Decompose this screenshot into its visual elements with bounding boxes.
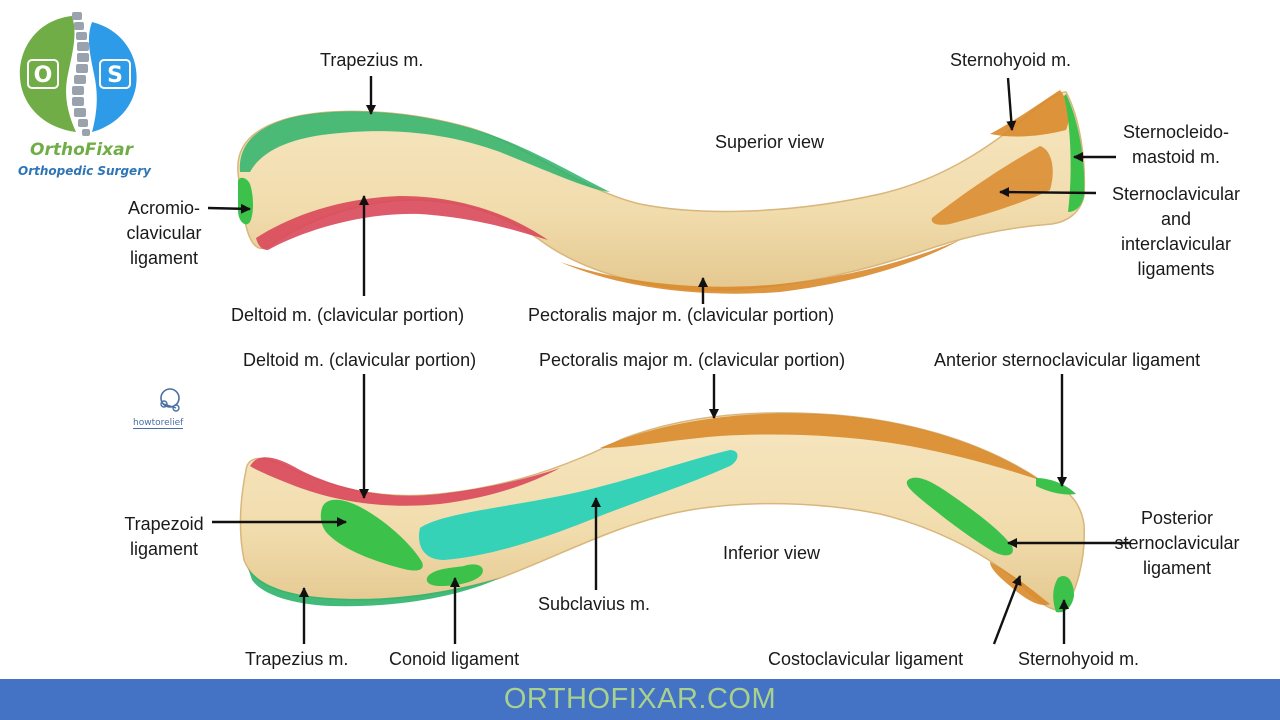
inferior-anterior-sc-label: Anterior sternoclavicular ligament [934,350,1201,370]
watermark-text: howtorelief [133,418,184,429]
superior-leader-arrows [207,76,1116,304]
inferior-posterior-sc-area [906,477,1013,556]
superior-view-title: Superior view [715,132,825,152]
inferior-posterior-sc-label: Posterior sternoclavicular ligament [1114,508,1240,578]
inferior-trapezius-label: Trapezius m. [245,649,349,669]
inferior-pectoralis-label: Pectoralis major m. (clavicular portion) [539,350,846,370]
inferior-sternohyoid-label: Sternohyoid m. [1018,649,1140,669]
superior-sternocleidomastoid-label: Sternocleido- mastoid m. [1122,122,1230,167]
inferior-deltoid-label: Deltoid m. (clavicular portion) [243,350,477,370]
spine-icon [72,12,90,136]
inferior-conoid-area [426,564,483,586]
inferior-costoclavicular-label: Costoclavicular ligament [768,649,964,669]
superior-trapezius-area [239,111,610,192]
inferior-view-title: Inferior view [723,543,821,563]
inferior-trapezius-area [248,568,500,607]
howtorelief-watermark-icon [160,388,180,412]
inferior-subclavius-label: Subclavius m. [538,594,651,614]
logo-right-half-shape [88,22,137,132]
superior-pectoralis-label: Pectoralis major m. (clavicular portion) [528,305,835,325]
inferior-leader-arrows [212,374,1130,645]
logo-letter-o: O [34,63,53,88]
logo-left-half-shape [19,16,76,132]
inferior-trapezoid-label: Trapezoid ligament [124,514,204,559]
inferior-clavicle [239,412,1085,613]
superior-sternoclavicular-area [931,146,1053,225]
superior-acromioclavicular-label: Acromio- clavicular ligament [126,198,202,268]
superior-sternohyoid-area [990,90,1069,137]
inferior-conoid-label: Conoid ligament [389,649,520,669]
superior-deltoid-label: Deltoid m. (clavicular portion) [231,305,465,325]
inferior-anterior-sc-area [1036,478,1076,495]
superior-deltoid-area [256,196,548,250]
superior-pectoralis-area [560,240,960,294]
inferior-pectoralis-area [600,413,1040,480]
clavicle-illustration [207,76,1130,645]
superior-sternoclavicular-label: Sternoclavicular and interclavicular lig… [1111,184,1241,279]
logo-letter-s: S [107,63,123,88]
superior-trapezius-label: Trapezius m. [320,50,424,70]
brand-name: OrthoFixar [30,140,134,160]
brand-subtitle: Orthopedic Surgery [18,164,151,178]
superior-clavicle [237,90,1086,294]
orthofixar-logo: O S [19,12,137,136]
inferior-subclavius-area [419,450,738,560]
footer-text[interactable]: ORTHOFIXAR.COM [503,683,777,715]
inferior-deltoid-area [250,457,560,506]
superior-sternohyoid-label: Sternohyoid m. [950,50,1072,70]
footer-banner: ORTHOFIXAR.COM [0,679,1280,720]
